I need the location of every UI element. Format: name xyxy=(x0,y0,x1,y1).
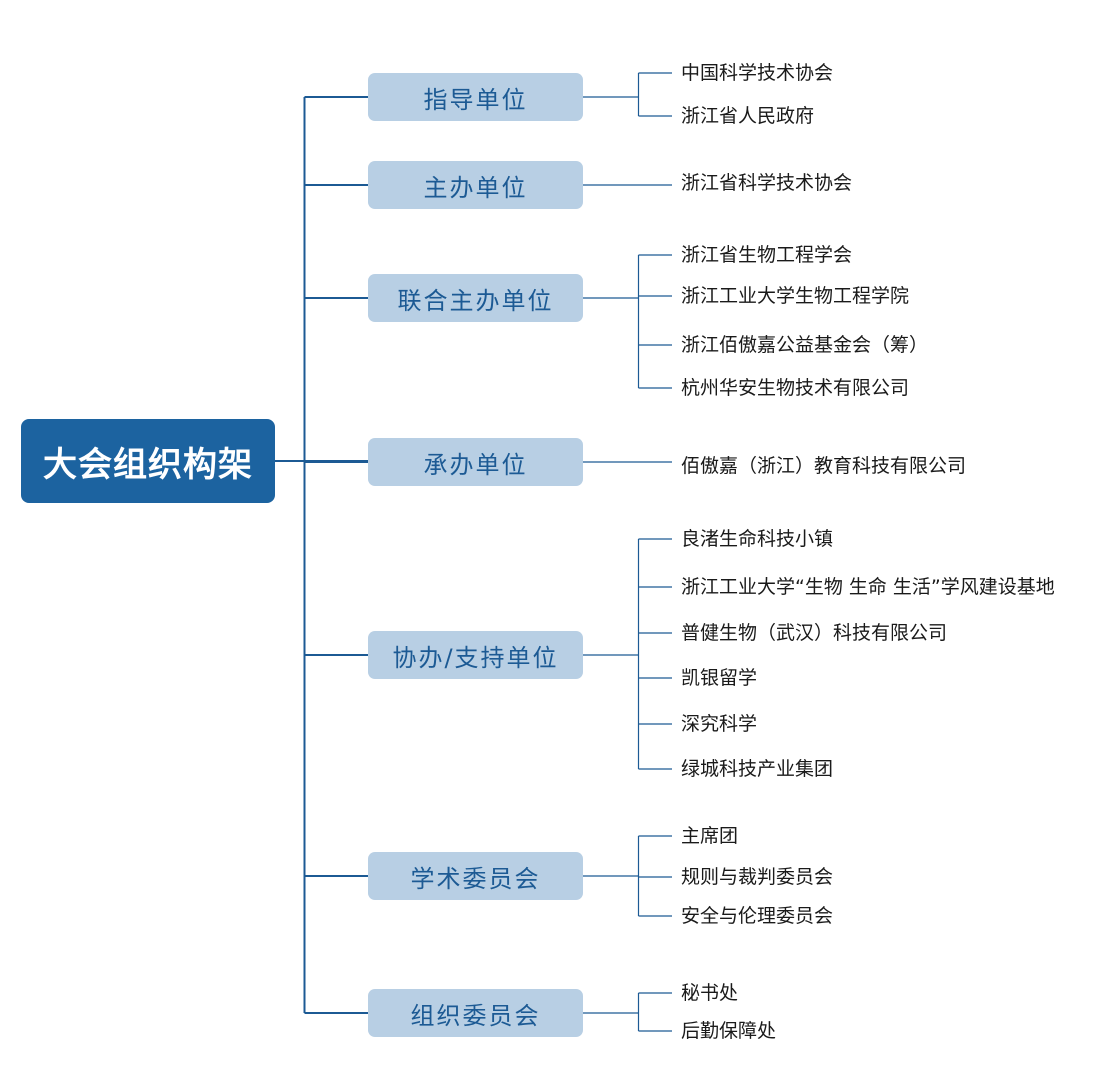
leaf-item: 秘书处 xyxy=(681,982,739,1004)
leaf-item: 浙江佰傲嘉公益基金会（筹） xyxy=(681,334,929,356)
leaf-item: 主席团 xyxy=(681,825,739,847)
leaf-item: 浙江工业大学生物工程学院 xyxy=(681,285,910,307)
root-node-org-structure: 大会组织构架 xyxy=(21,419,275,503)
category-academic-committee: 学术委员会 xyxy=(368,852,583,900)
category-organizing-committee: 组织委员会 xyxy=(368,989,583,1037)
leaf-item: 中国科学技术协会 xyxy=(681,62,834,84)
leaf-item: 凯银留学 xyxy=(681,667,758,689)
leaf-item: 安全与伦理委员会 xyxy=(681,905,834,927)
category-host-unit: 主办单位 xyxy=(368,161,583,209)
category-co-host-unit: 联合主办单位 xyxy=(368,274,583,322)
leaf-item: 杭州华安生物技术有限公司 xyxy=(681,377,910,399)
category-support-unit: 协办/支持单位 xyxy=(368,631,583,679)
leaf-item: 浙江省人民政府 xyxy=(681,105,815,127)
leaf-item: 良渚生命科技小镇 xyxy=(681,528,834,550)
leaf-item: 普健生物（武汉）科技有限公司 xyxy=(681,622,948,644)
leaf-item: 浙江省生物工程学会 xyxy=(681,244,853,266)
category-guiding-unit: 指导单位 xyxy=(368,73,583,121)
leaf-item: 浙江省科学技术协会 xyxy=(681,172,853,194)
leaf-item: 浙江工业大学“生物 生命 生活”学风建设基地 xyxy=(681,576,1055,598)
category-organizer-unit: 承办单位 xyxy=(368,438,583,486)
leaf-item: 绿城科技产业集团 xyxy=(681,758,834,780)
leaf-item: 深究科学 xyxy=(681,713,758,735)
leaf-item: 佰傲嘉（浙江）教育科技有限公司 xyxy=(681,455,967,477)
leaf-item: 规则与裁判委员会 xyxy=(681,866,834,888)
leaf-item: 后勤保障处 xyxy=(681,1020,777,1042)
